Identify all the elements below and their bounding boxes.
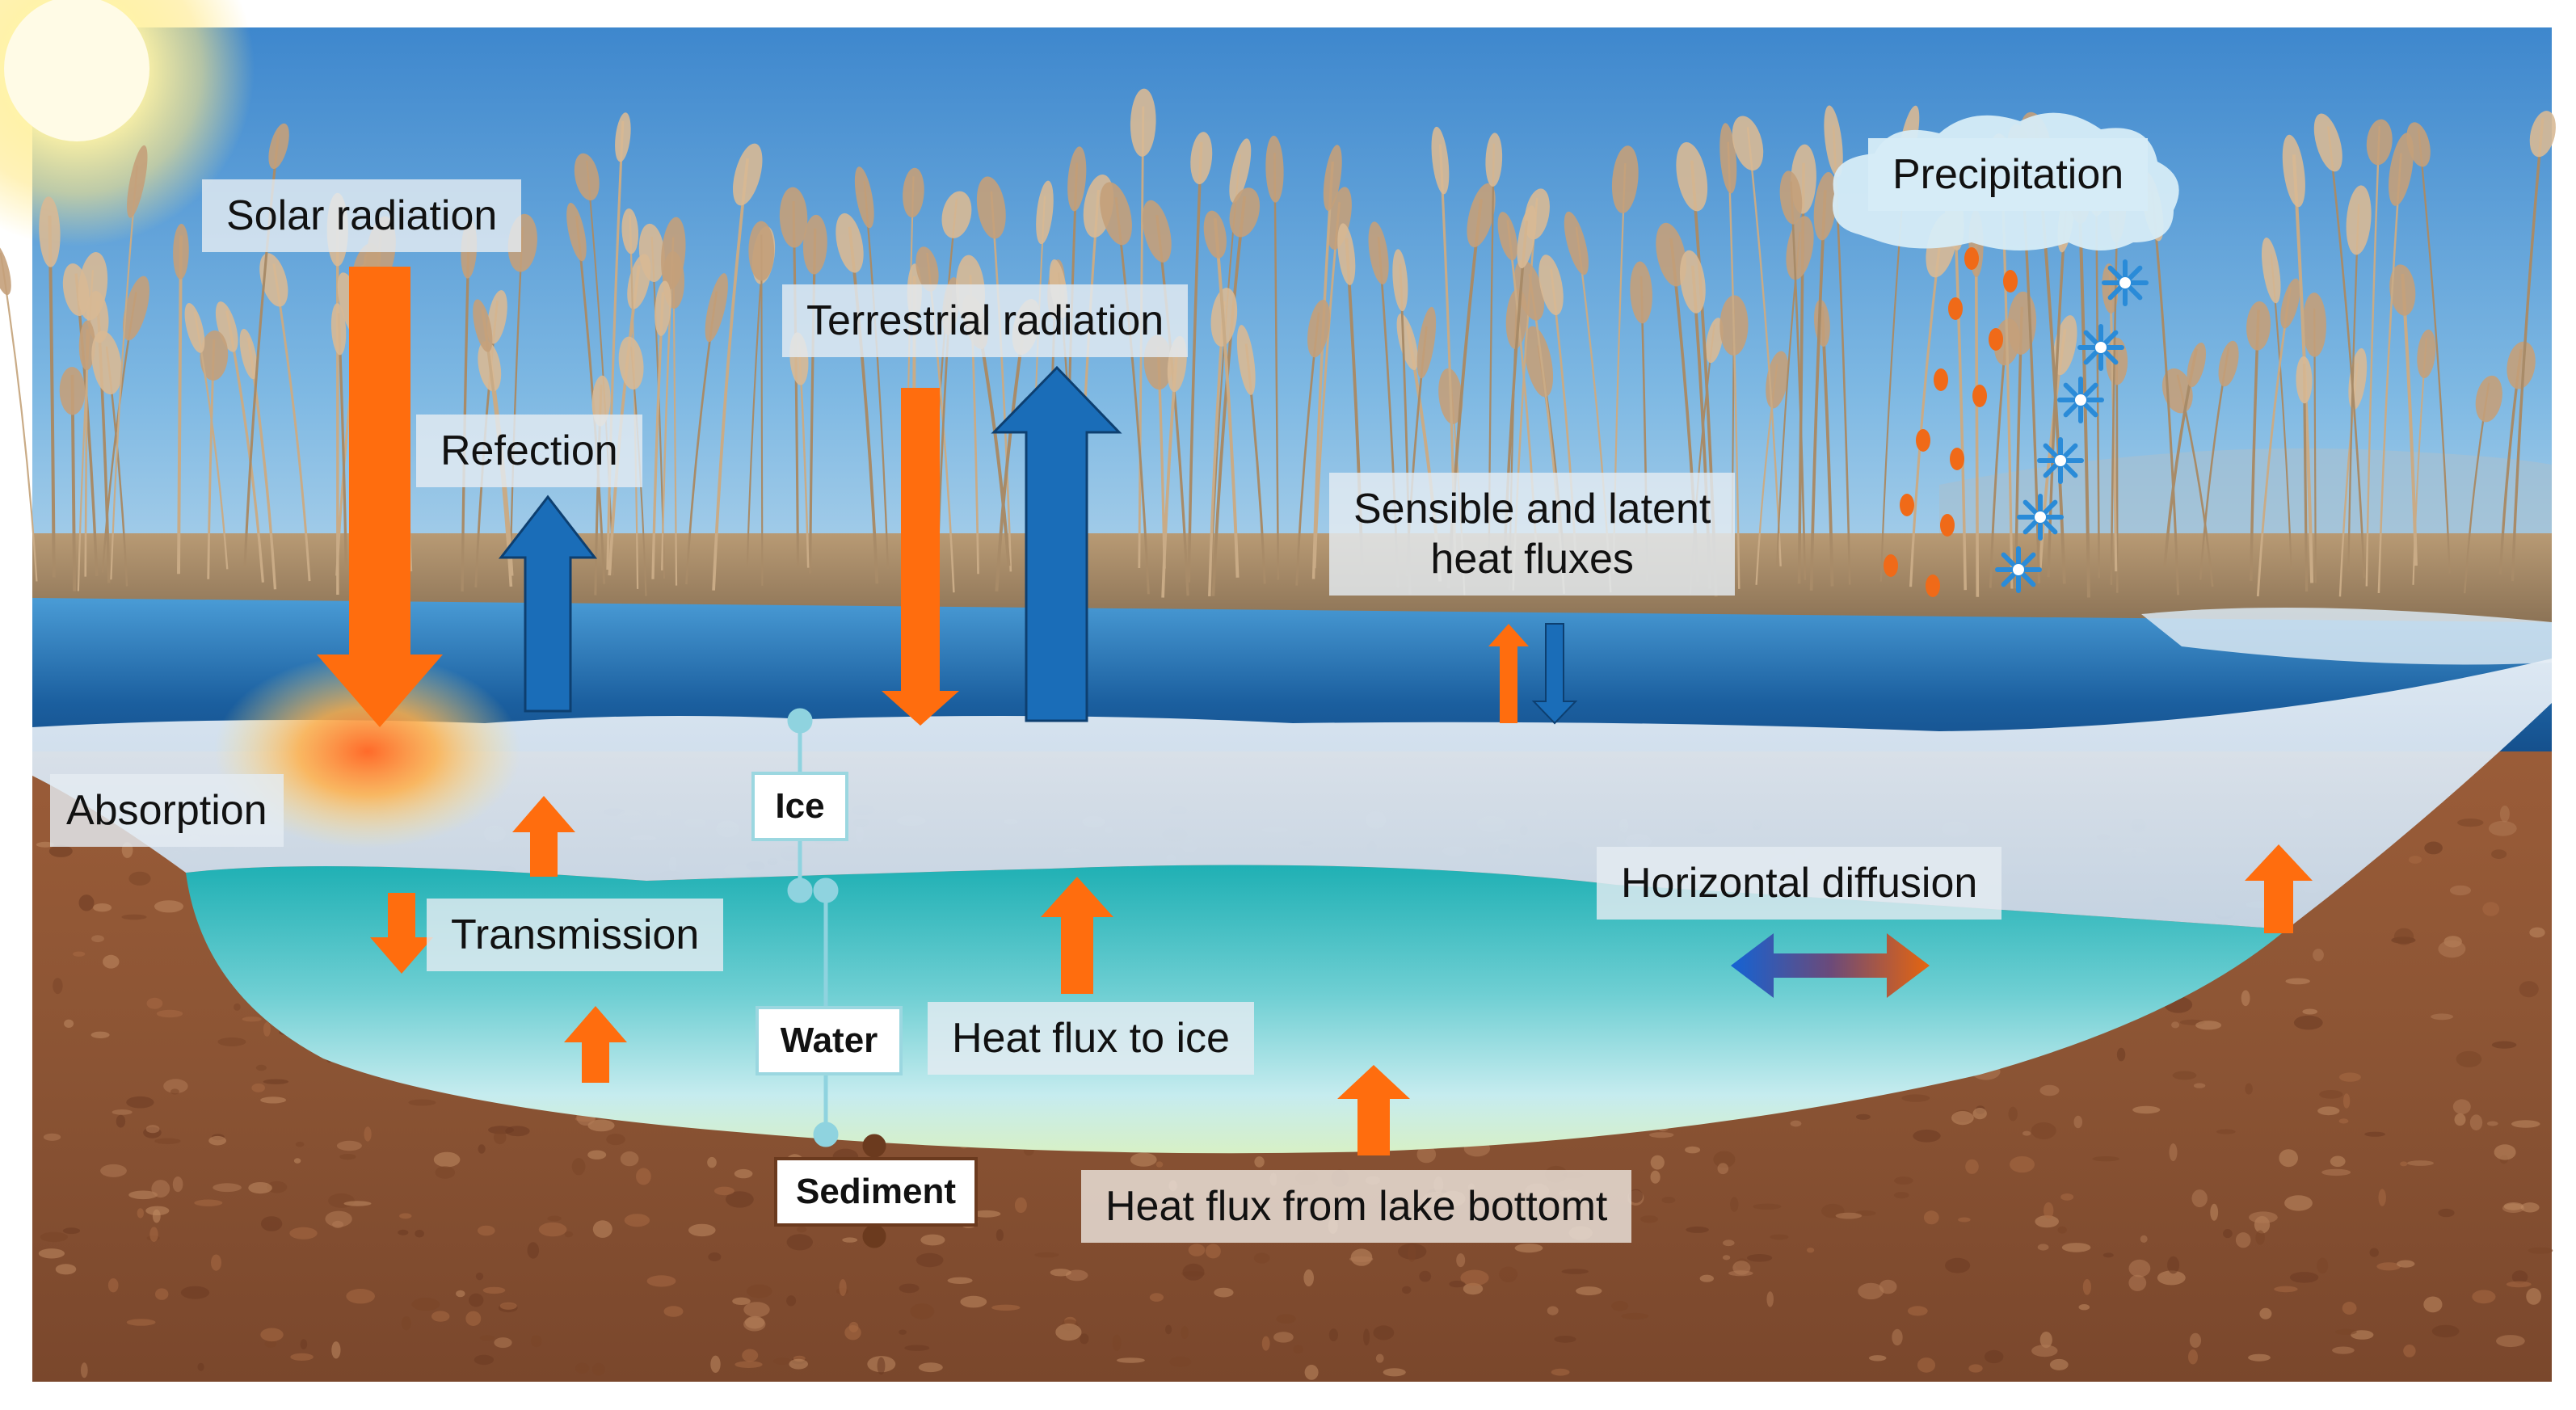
heat-flux-from-bottom-label: Heat flux from lake bottomt [1081, 1170, 1632, 1243]
terrestrial-radiation-label: Terrestrial radiation [782, 284, 1189, 357]
sediment-layer-label: Sediment [774, 1157, 978, 1227]
sensible-heat-up-arrow [1488, 624, 1529, 723]
refection-label: Refection [416, 415, 642, 487]
sensible-latent-heat-label: Sensible and latent heat fluxes [1329, 473, 1736, 596]
refection-arrow [498, 495, 598, 713]
ice-internal-up-arrow [512, 796, 575, 877]
horizontal-diffusion-label: Horizontal diffusion [1597, 847, 2002, 920]
solar-radiation-arrow [317, 267, 443, 727]
horizontal-diffusion-arrow [1731, 933, 1930, 998]
solar-radiation-label: Solar radiation [202, 179, 522, 252]
reeds [0, 88, 2556, 598]
right-side-up-arrow [2245, 844, 2313, 933]
sensible-latent-line-2: heat fluxes [1430, 536, 1634, 583]
sensible-latent-line-1: Sensible and latent [1353, 486, 1711, 532]
absorption-label: Absorption [50, 774, 284, 847]
sun-icon [0, 0, 255, 246]
precipitation-label: Precipitation [1868, 138, 2149, 211]
transmission-down-arrow [370, 893, 433, 974]
terrestrial-radiation-down-arrow [882, 388, 959, 726]
heat-flux-from-bottom-arrow [1337, 1065, 1410, 1155]
transmission-label: Transmission [427, 899, 724, 971]
snowflake-icon [1995, 259, 2149, 593]
water-layer-label: Water [756, 1006, 903, 1075]
heat-flux-to-ice-label: Heat flux to ice [928, 1002, 1254, 1075]
absorption-glow [214, 654, 521, 848]
latent-heat-down-arrow [1531, 623, 1578, 725]
terrestrial-radiation-up-arrow [991, 365, 1122, 722]
water-up-arrow [564, 1006, 627, 1083]
snow-patch [2141, 608, 2552, 665]
layer-connector [787, 708, 839, 1147]
ice-layer-label: Ice [751, 772, 848, 841]
raindrop-icon [1884, 247, 2018, 597]
heat-flux-to-ice-arrow [1041, 877, 1113, 994]
